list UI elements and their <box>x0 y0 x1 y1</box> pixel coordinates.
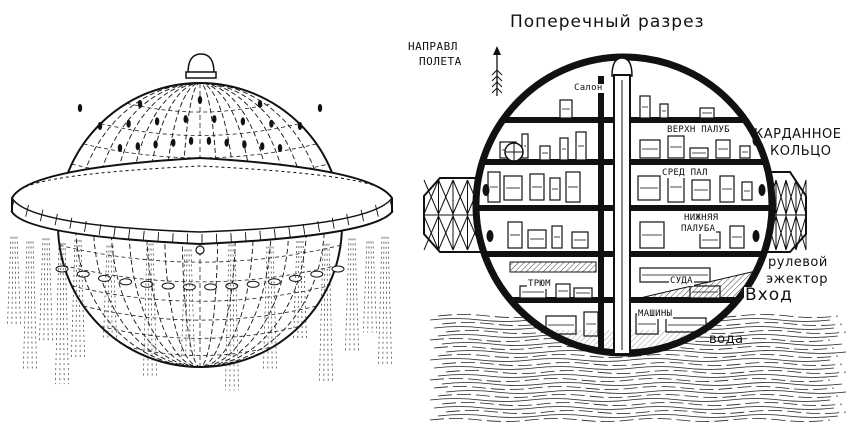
label-gimbal-line1: КАРДАННОЕ <box>754 127 842 142</box>
label-flight-direction-line2: ПОЛЕТА <box>419 55 462 68</box>
label-middle-deck: СРЕД ПАЛ <box>661 168 709 178</box>
label-upper-deck: ВЕРХН ПАЛУБ <box>666 125 731 135</box>
label-salon: Салон <box>573 83 604 93</box>
label-rudder-line2: эжектор <box>766 272 828 287</box>
label-lower-deck-line1: НИЖНЯЯ <box>683 213 720 223</box>
label-rudder-line1: рулевой <box>768 255 828 270</box>
label-entrance: Вход <box>744 285 794 305</box>
label-gimbal-line2: КОЛЬЦО <box>770 144 832 159</box>
label-machines: МАШИНЫ <box>637 309 674 319</box>
label-boats: СУДА <box>669 276 694 286</box>
exterior-sphere <box>7 53 394 391</box>
cross-section <box>423 46 847 422</box>
label-flight-direction-line1: НАПРАВЛ <box>408 40 458 53</box>
diagram-title: Поперечный разрез <box>510 12 705 32</box>
label-lower-deck-line2: ПАЛУБА <box>680 224 717 234</box>
label-water: вода <box>709 332 744 347</box>
label-hold: ТРЮМ <box>527 279 552 289</box>
